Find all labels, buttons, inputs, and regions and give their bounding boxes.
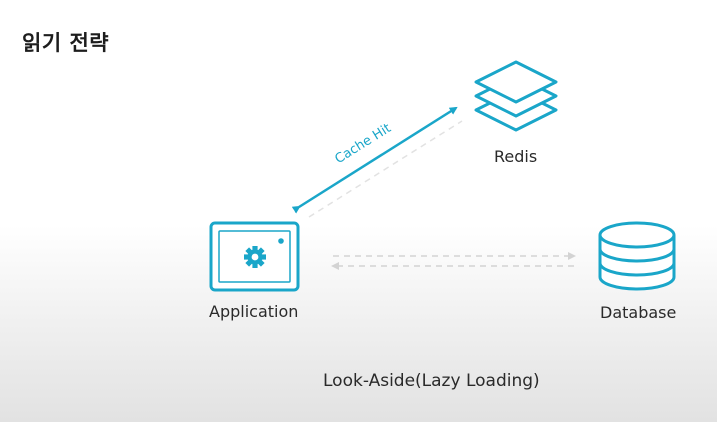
- redis-label: Redis: [494, 147, 538, 166]
- gear-icon: [244, 246, 266, 268]
- strategy-caption: Look-Aside(Lazy Loading): [323, 371, 540, 391]
- database-label: Database: [600, 303, 677, 322]
- page-title: 읽기 전략: [22, 31, 110, 55]
- database-cylinder-icon: [598, 221, 676, 291]
- cache-hit-label: Cache Hit: [332, 121, 393, 167]
- gear-window-icon: [209, 221, 300, 292]
- app-db-dashed-arrows: [331, 252, 576, 270]
- application-label: Application: [209, 302, 299, 321]
- cache-hit-arrow: Cache Hit: [291, 106, 463, 218]
- stacked-layers-icon: [474, 60, 558, 132]
